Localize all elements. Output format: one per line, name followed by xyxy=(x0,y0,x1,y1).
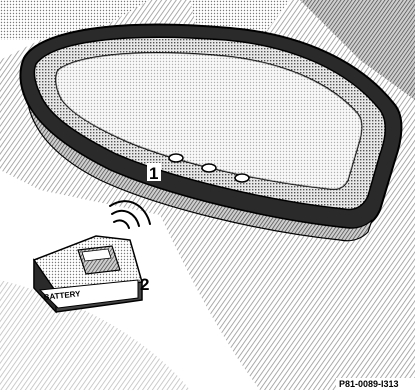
callout-1-label: 1 xyxy=(149,164,158,183)
callout-2: 2 xyxy=(140,275,149,294)
figure-code: P81-0089-I313 xyxy=(336,378,415,390)
callout-1: 1 xyxy=(147,163,161,183)
callout-2-label: 2 xyxy=(140,275,149,294)
figure-code-text: P81-0089-I313 xyxy=(339,379,399,389)
